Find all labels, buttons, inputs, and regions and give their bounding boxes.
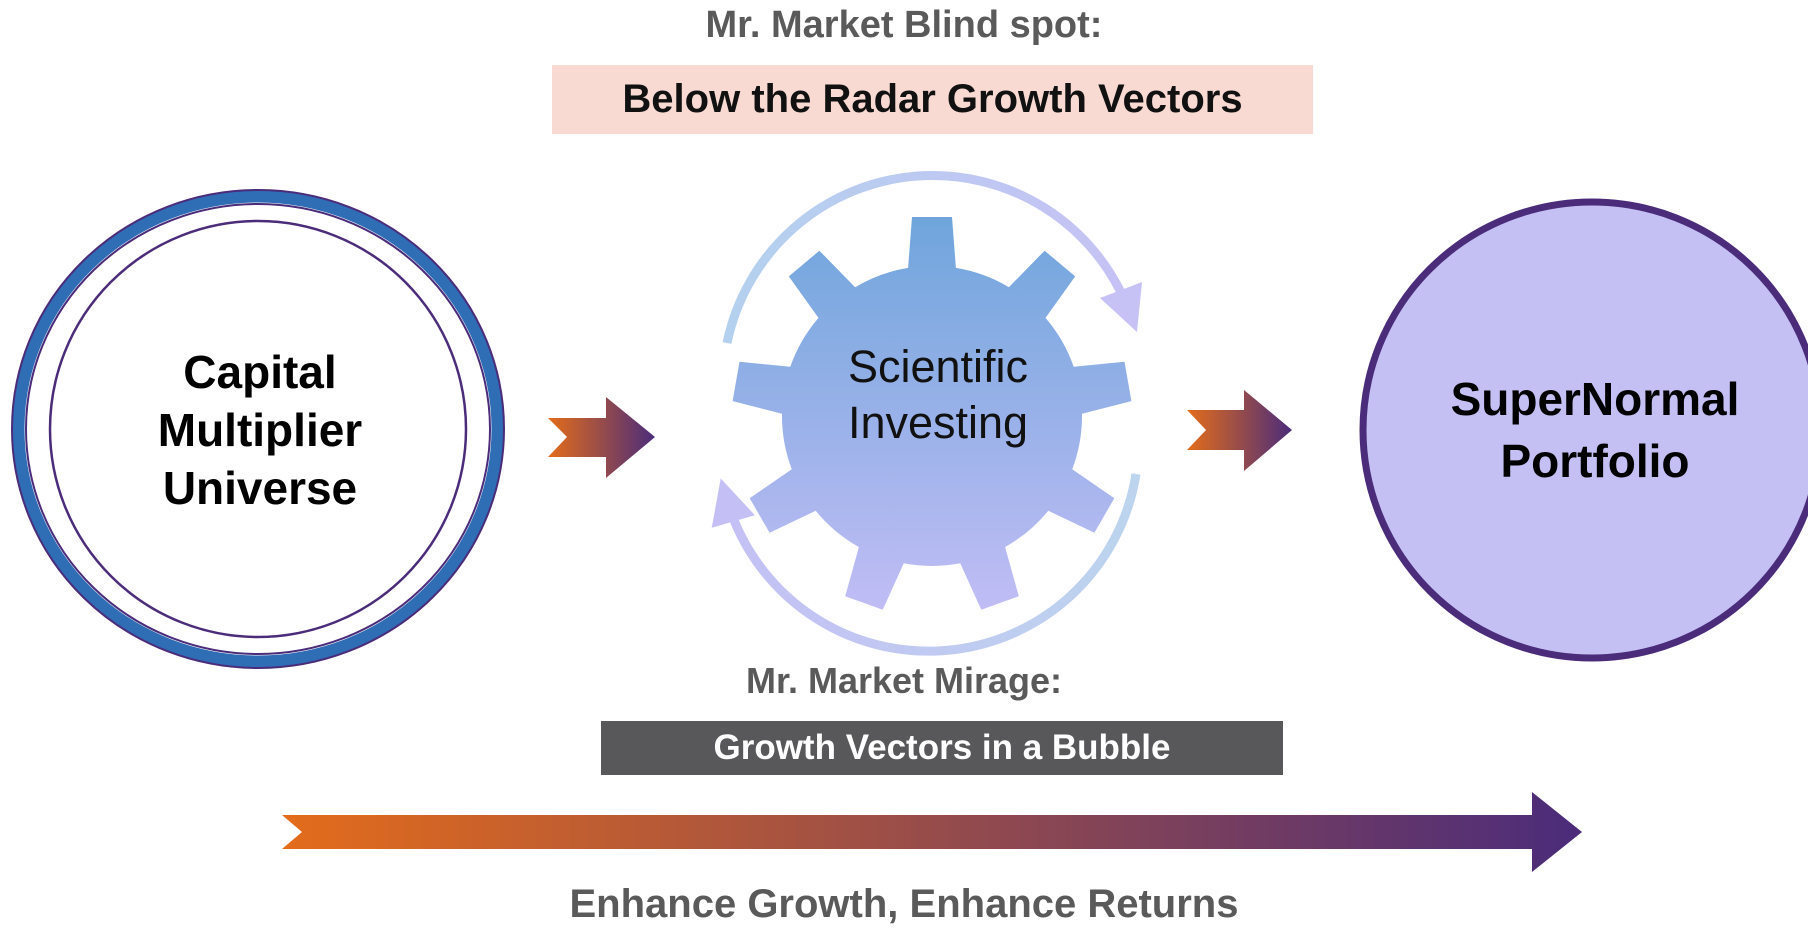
- right-circle-node: [1359, 198, 1808, 662]
- mirage-title: Mr. Market Mirage:: [745, 660, 1063, 701]
- blind-spot-title: Mr. Market Blind spot:: [705, 4, 1103, 46]
- bottom-caption: Enhance Growth, Enhance Returns: [569, 882, 1239, 926]
- left-circle-node: [11, 189, 505, 669]
- blind-spot-box: Below the Radar Growth Vectors: [552, 65, 1313, 134]
- gear-body: [732, 217, 1132, 610]
- cycle-arrow-top: [722, 170, 1143, 344]
- gear-icon: [732, 217, 1132, 610]
- cycle-arrow-bottom: [711, 473, 1141, 656]
- mirage-box: Growth Vectors in a Bubble: [601, 721, 1283, 775]
- supernormal-portfolio-label: SuperNormal Portfolio: [1450, 373, 1740, 487]
- small-arrow-right: [1187, 390, 1292, 471]
- long-bottom-arrow: [282, 792, 1582, 872]
- capital-multiplier-label: Capital Multiplier Universe: [157, 346, 363, 514]
- scientific-investing-label: Scientific Investing: [847, 341, 1029, 448]
- small-arrow-left: [548, 397, 655, 478]
